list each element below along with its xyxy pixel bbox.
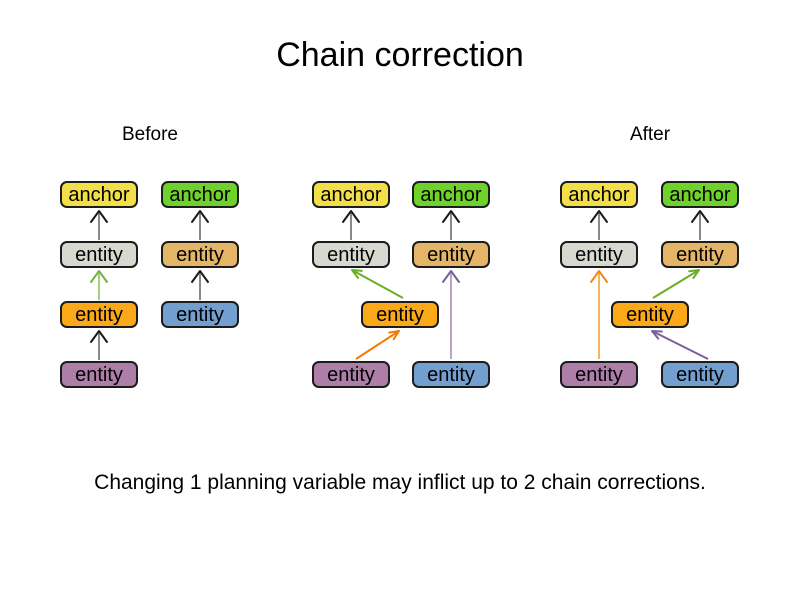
- middle-anchor-green: anchor: [412, 181, 490, 208]
- after-entity-purple: entity: [560, 361, 638, 388]
- before-entity-purple: entity: [60, 361, 138, 388]
- diagram-caption: Changing 1 planning variable may inflict…: [94, 471, 706, 494]
- before-entity-orange: entity: [60, 301, 138, 328]
- before-anchor-yellow: anchor: [60, 181, 138, 208]
- middle-entity-orange: entity: [361, 301, 439, 328]
- diagram-title: Chain correction: [276, 36, 524, 74]
- middle-entity-purple: entity: [312, 361, 390, 388]
- middle-entity-tan: entity: [412, 241, 490, 268]
- before-entity-tan: entity: [161, 241, 239, 268]
- before-label: Before: [122, 124, 178, 145]
- after-label: After: [629, 124, 671, 145]
- middle-entity-gray: entity: [312, 241, 390, 268]
- middle-anchor-yellow: anchor: [312, 181, 390, 208]
- after-anchor-green: anchor: [661, 181, 739, 208]
- after-entity-tan: entity: [661, 241, 739, 268]
- before-entity-blue: entity: [161, 301, 239, 328]
- middle-entity-blue: entity: [412, 361, 490, 388]
- before-entity-gray: entity: [60, 241, 138, 268]
- after-entity-gray: entity: [560, 241, 638, 268]
- after-entity-blue: entity: [661, 361, 739, 388]
- after-entity-orange: entity: [611, 301, 689, 328]
- after-anchor-yellow: anchor: [560, 181, 638, 208]
- before-anchor-green: anchor: [161, 181, 239, 208]
